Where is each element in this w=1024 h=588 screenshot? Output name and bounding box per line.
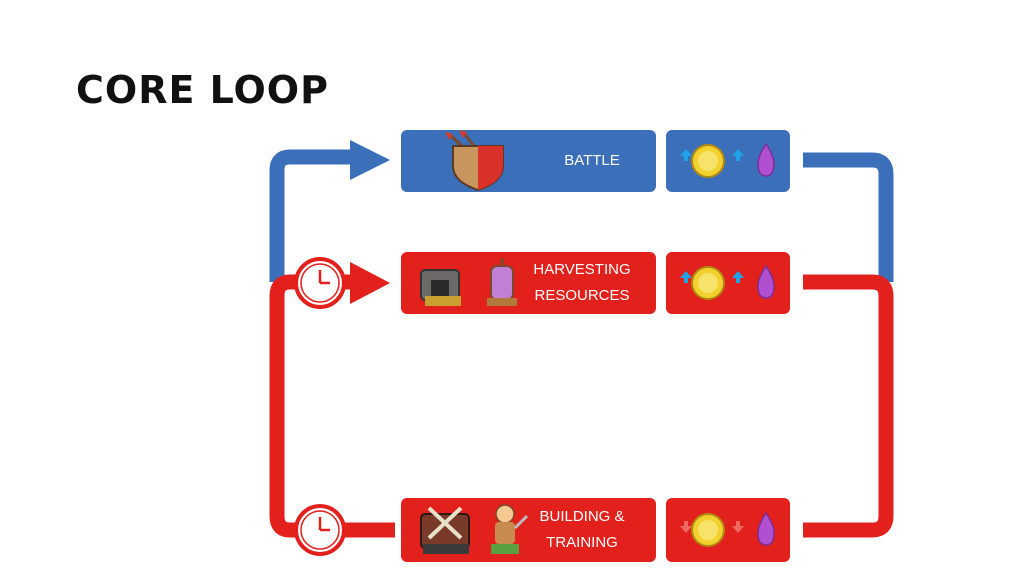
shield-arrows-icon <box>445 130 504 192</box>
resources-building <box>666 498 790 562</box>
red-left-path <box>269 274 395 538</box>
step-battle-label: BATTLE <box>564 152 620 169</box>
elixir-drop-icon <box>757 264 775 299</box>
resource-group <box>680 264 775 300</box>
arrow-to-battle <box>350 140 390 180</box>
barbarian-icon <box>491 504 529 554</box>
red-right-path <box>803 274 894 538</box>
elixir-collector-icon <box>487 258 517 306</box>
arrow-up-icon <box>680 271 692 283</box>
arrow-up-icon <box>732 271 744 283</box>
barracks-icon <box>420 506 470 554</box>
page-title: CORE LOOP <box>76 68 329 112</box>
step-harvesting-label: HARVESTING RESOURCES <box>533 261 631 304</box>
blue-left-path <box>269 149 350 282</box>
elixir-drop-icon <box>757 142 775 177</box>
resources-battle <box>666 130 790 192</box>
step-battle: BATTLE <box>401 130 656 192</box>
gold-coin-icon <box>691 144 725 178</box>
resource-group <box>680 142 775 178</box>
gold-coin-icon <box>691 266 725 300</box>
clock-icon <box>294 504 346 556</box>
arrow-up-icon <box>732 149 744 161</box>
arrow-down-icon <box>732 521 744 533</box>
gold-coin-icon <box>691 513 725 547</box>
arrow-up-icon <box>680 149 692 161</box>
blue-right-path <box>803 152 894 282</box>
resources-harvesting <box>666 252 790 314</box>
arrow-down-icon <box>680 521 692 533</box>
step-building-training: BUILDING & TRAINING <box>401 498 656 562</box>
resource-group <box>680 511 775 547</box>
elixir-drop-icon <box>757 511 775 546</box>
gold-mine-icon <box>420 269 461 306</box>
step-building-label: BUILDING & TRAINING <box>539 508 625 551</box>
arrow-to-harvesting <box>350 262 390 304</box>
clock-icon <box>294 257 346 309</box>
step-harvesting: HARVESTING RESOURCES <box>401 252 656 314</box>
